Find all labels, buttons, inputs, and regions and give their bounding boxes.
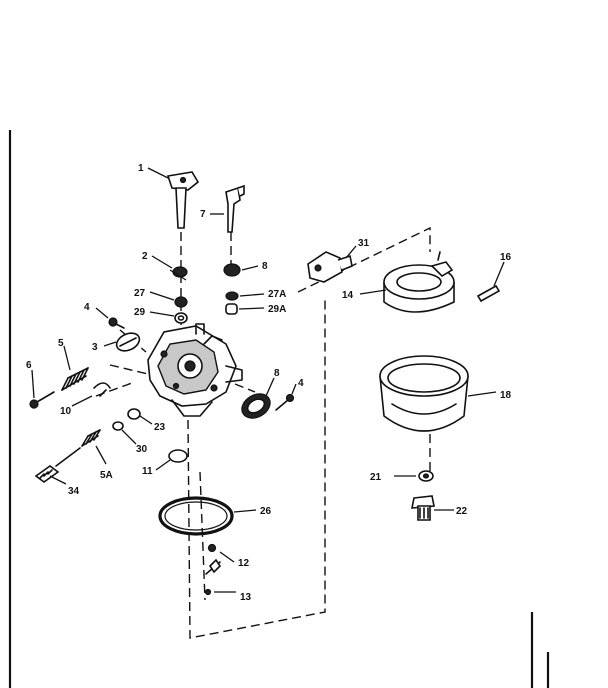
callout-5: 5	[58, 338, 64, 349]
callout-10: 10	[60, 406, 72, 417]
part-31-fitting	[307, 251, 353, 283]
leader-lines	[31, 167, 505, 593]
part-29-bushing	[174, 312, 188, 324]
part-1-choke-shaft	[166, 171, 200, 229]
callout-18: 18	[500, 390, 512, 401]
part-2-seal	[169, 266, 188, 281]
carburetor-body	[147, 323, 243, 417]
part-23-oring	[127, 408, 141, 420]
callout-4-lower: 4	[298, 378, 304, 389]
part-8-throttle-plate	[241, 393, 271, 419]
callout-34: 34	[68, 486, 80, 497]
part-11-oring	[168, 449, 188, 463]
callout-30: 30	[136, 444, 148, 455]
part-34-main-needle	[34, 447, 81, 483]
part-21-washer	[418, 470, 434, 482]
callout-4-upper: 4	[84, 302, 90, 313]
callout-12: 12	[238, 558, 250, 569]
callout-26: 26	[260, 506, 272, 517]
part-26-gasket	[158, 496, 234, 536]
callout-14: 14	[342, 290, 354, 301]
part-29a-bushing	[225, 303, 238, 315]
callout-23: 23	[154, 422, 166, 433]
callout-27a: 27A	[268, 289, 286, 300]
callout-2: 2	[142, 251, 148, 262]
callout-8-lower: 8	[274, 368, 280, 379]
callout-27: 27	[134, 288, 146, 299]
part-5-spring	[61, 367, 89, 391]
callout-13: 13	[240, 592, 252, 603]
callout-6: 6	[26, 360, 32, 371]
part-10-clip	[93, 382, 111, 397]
callout-8-upper: 8	[262, 261, 268, 272]
part-4-screw-lower	[275, 393, 295, 411]
callout-21: 21	[370, 472, 382, 483]
callout-labels: 1 7 2 8 27 27A 29 29A 31 16 14 4 3 6 5 1…	[26, 163, 512, 603]
callout-31: 31	[358, 238, 370, 249]
part-27-washer	[174, 296, 188, 308]
callout-1: 1	[138, 163, 144, 174]
part-5a-spring	[81, 429, 101, 447]
part-30-washer	[112, 421, 124, 431]
callout-16: 16	[500, 252, 512, 263]
callout-29a: 29A	[268, 304, 286, 315]
assembly-lines	[95, 226, 431, 639]
part-27a-washer	[225, 291, 239, 301]
callout-11: 11	[142, 466, 153, 477]
part-18-float-bowl	[379, 355, 469, 432]
callout-22: 22	[456, 506, 468, 517]
part-14-float	[383, 251, 455, 313]
callout-5a: 5A	[100, 470, 113, 481]
callout-29: 29	[134, 307, 146, 318]
part-7-throttle-shaft	[225, 184, 245, 233]
part-4-screw-upper	[108, 317, 125, 329]
callout-3: 3	[92, 342, 98, 353]
part-22-bowl-nut	[411, 495, 435, 521]
part-6-idle-screw	[29, 391, 55, 409]
part-3-choke-plate	[115, 332, 141, 352]
part-13-inlet-needle	[204, 558, 222, 596]
part-8-seal-upper	[223, 263, 241, 277]
part-12-seat	[207, 543, 217, 553]
part-16-pin	[476, 284, 501, 303]
callout-7: 7	[200, 209, 206, 220]
